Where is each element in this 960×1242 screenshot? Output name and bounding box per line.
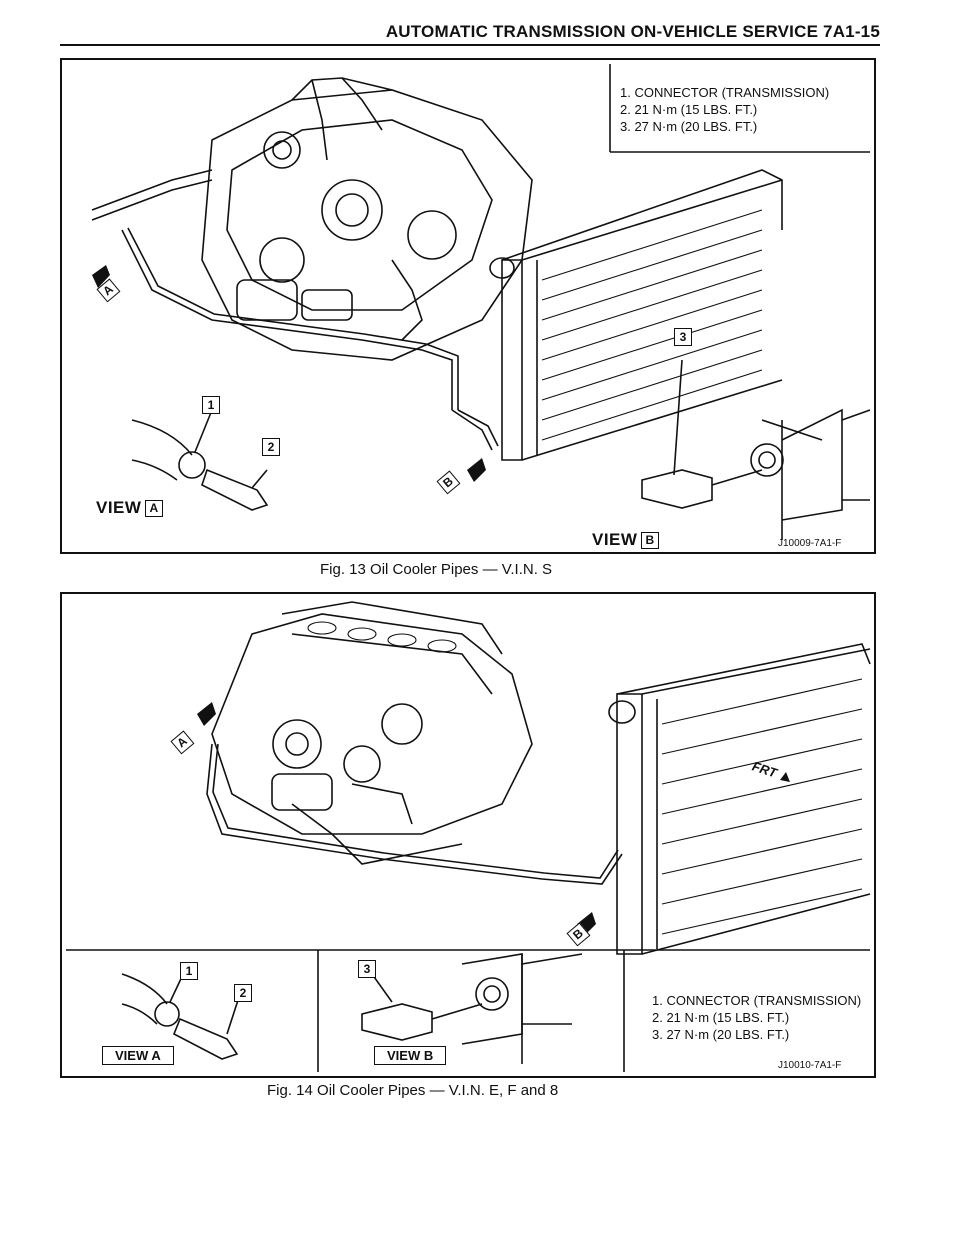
callout-1: 1	[180, 962, 198, 980]
legend-item: 2. 21 N·m (15 LBS. FT.)	[620, 102, 758, 117]
figure-code: J10010-7A1-F	[778, 1060, 842, 1071]
legend-item: 3. 27 N·m (20 LBS. FT.)	[652, 1027, 790, 1042]
page-header: AUTOMATIC TRANSMISSION ON-VEHICLE SERVIC…	[60, 22, 880, 46]
view-b-word: VIEW	[592, 530, 638, 549]
legend-fig14: 1. CONNECTOR (TRANSMISSION) 2. 21 N·m (1…	[652, 992, 861, 1043]
figure-code: J10009-7A1-F	[778, 538, 842, 549]
view-a-word: VIEW	[96, 498, 142, 517]
view-b-label: VIEW B	[592, 530, 659, 550]
callout-2: 2	[234, 984, 252, 1002]
view-a-label: VIEW A	[96, 498, 163, 518]
legend-item: 3. 27 N·m (20 LBS. FT.)	[620, 119, 758, 134]
engine-illustration-fig14	[66, 601, 871, 1072]
engine-illustration-fig13	[91, 64, 871, 540]
callout-2: 2	[262, 438, 280, 456]
figure-13-caption: Fig. 13 Oil Cooler Pipes — V.I.N. S	[320, 561, 553, 578]
legend-fig13: 1. CONNECTOR (TRANSMISSION) 2. 21 N·m (1…	[620, 84, 829, 135]
view-b-label: VIEW B	[374, 1046, 447, 1065]
callout-1: 1	[202, 396, 220, 414]
view-a-label: VIEW A	[102, 1046, 174, 1065]
legend-item: 2. 21 N·m (15 LBS. FT.)	[652, 1010, 790, 1025]
legend-item: 1. CONNECTOR (TRANSMISSION)	[652, 993, 862, 1008]
callout-3: 3	[358, 960, 376, 978]
view-b-letter: B	[641, 531, 659, 549]
figure-14: A B FRT 1 2 3 VIEW A VIEW B 1. CONNECTOR…	[60, 592, 876, 1078]
figure-13: 1. CONNECTOR (TRANSMISSION) 2. 21 N·m (1…	[60, 58, 876, 554]
callout-3: 3	[674, 328, 692, 346]
view-a-letter: A	[145, 499, 163, 517]
legend-item: 1. CONNECTOR (TRANSMISSION)	[620, 85, 830, 100]
page-title: AUTOMATIC TRANSMISSION ON-VEHICLE SERVIC…	[385, 22, 880, 41]
figure-14-caption: Fig. 14 Oil Cooler Pipes — V.I.N. E, F a…	[267, 1082, 559, 1099]
